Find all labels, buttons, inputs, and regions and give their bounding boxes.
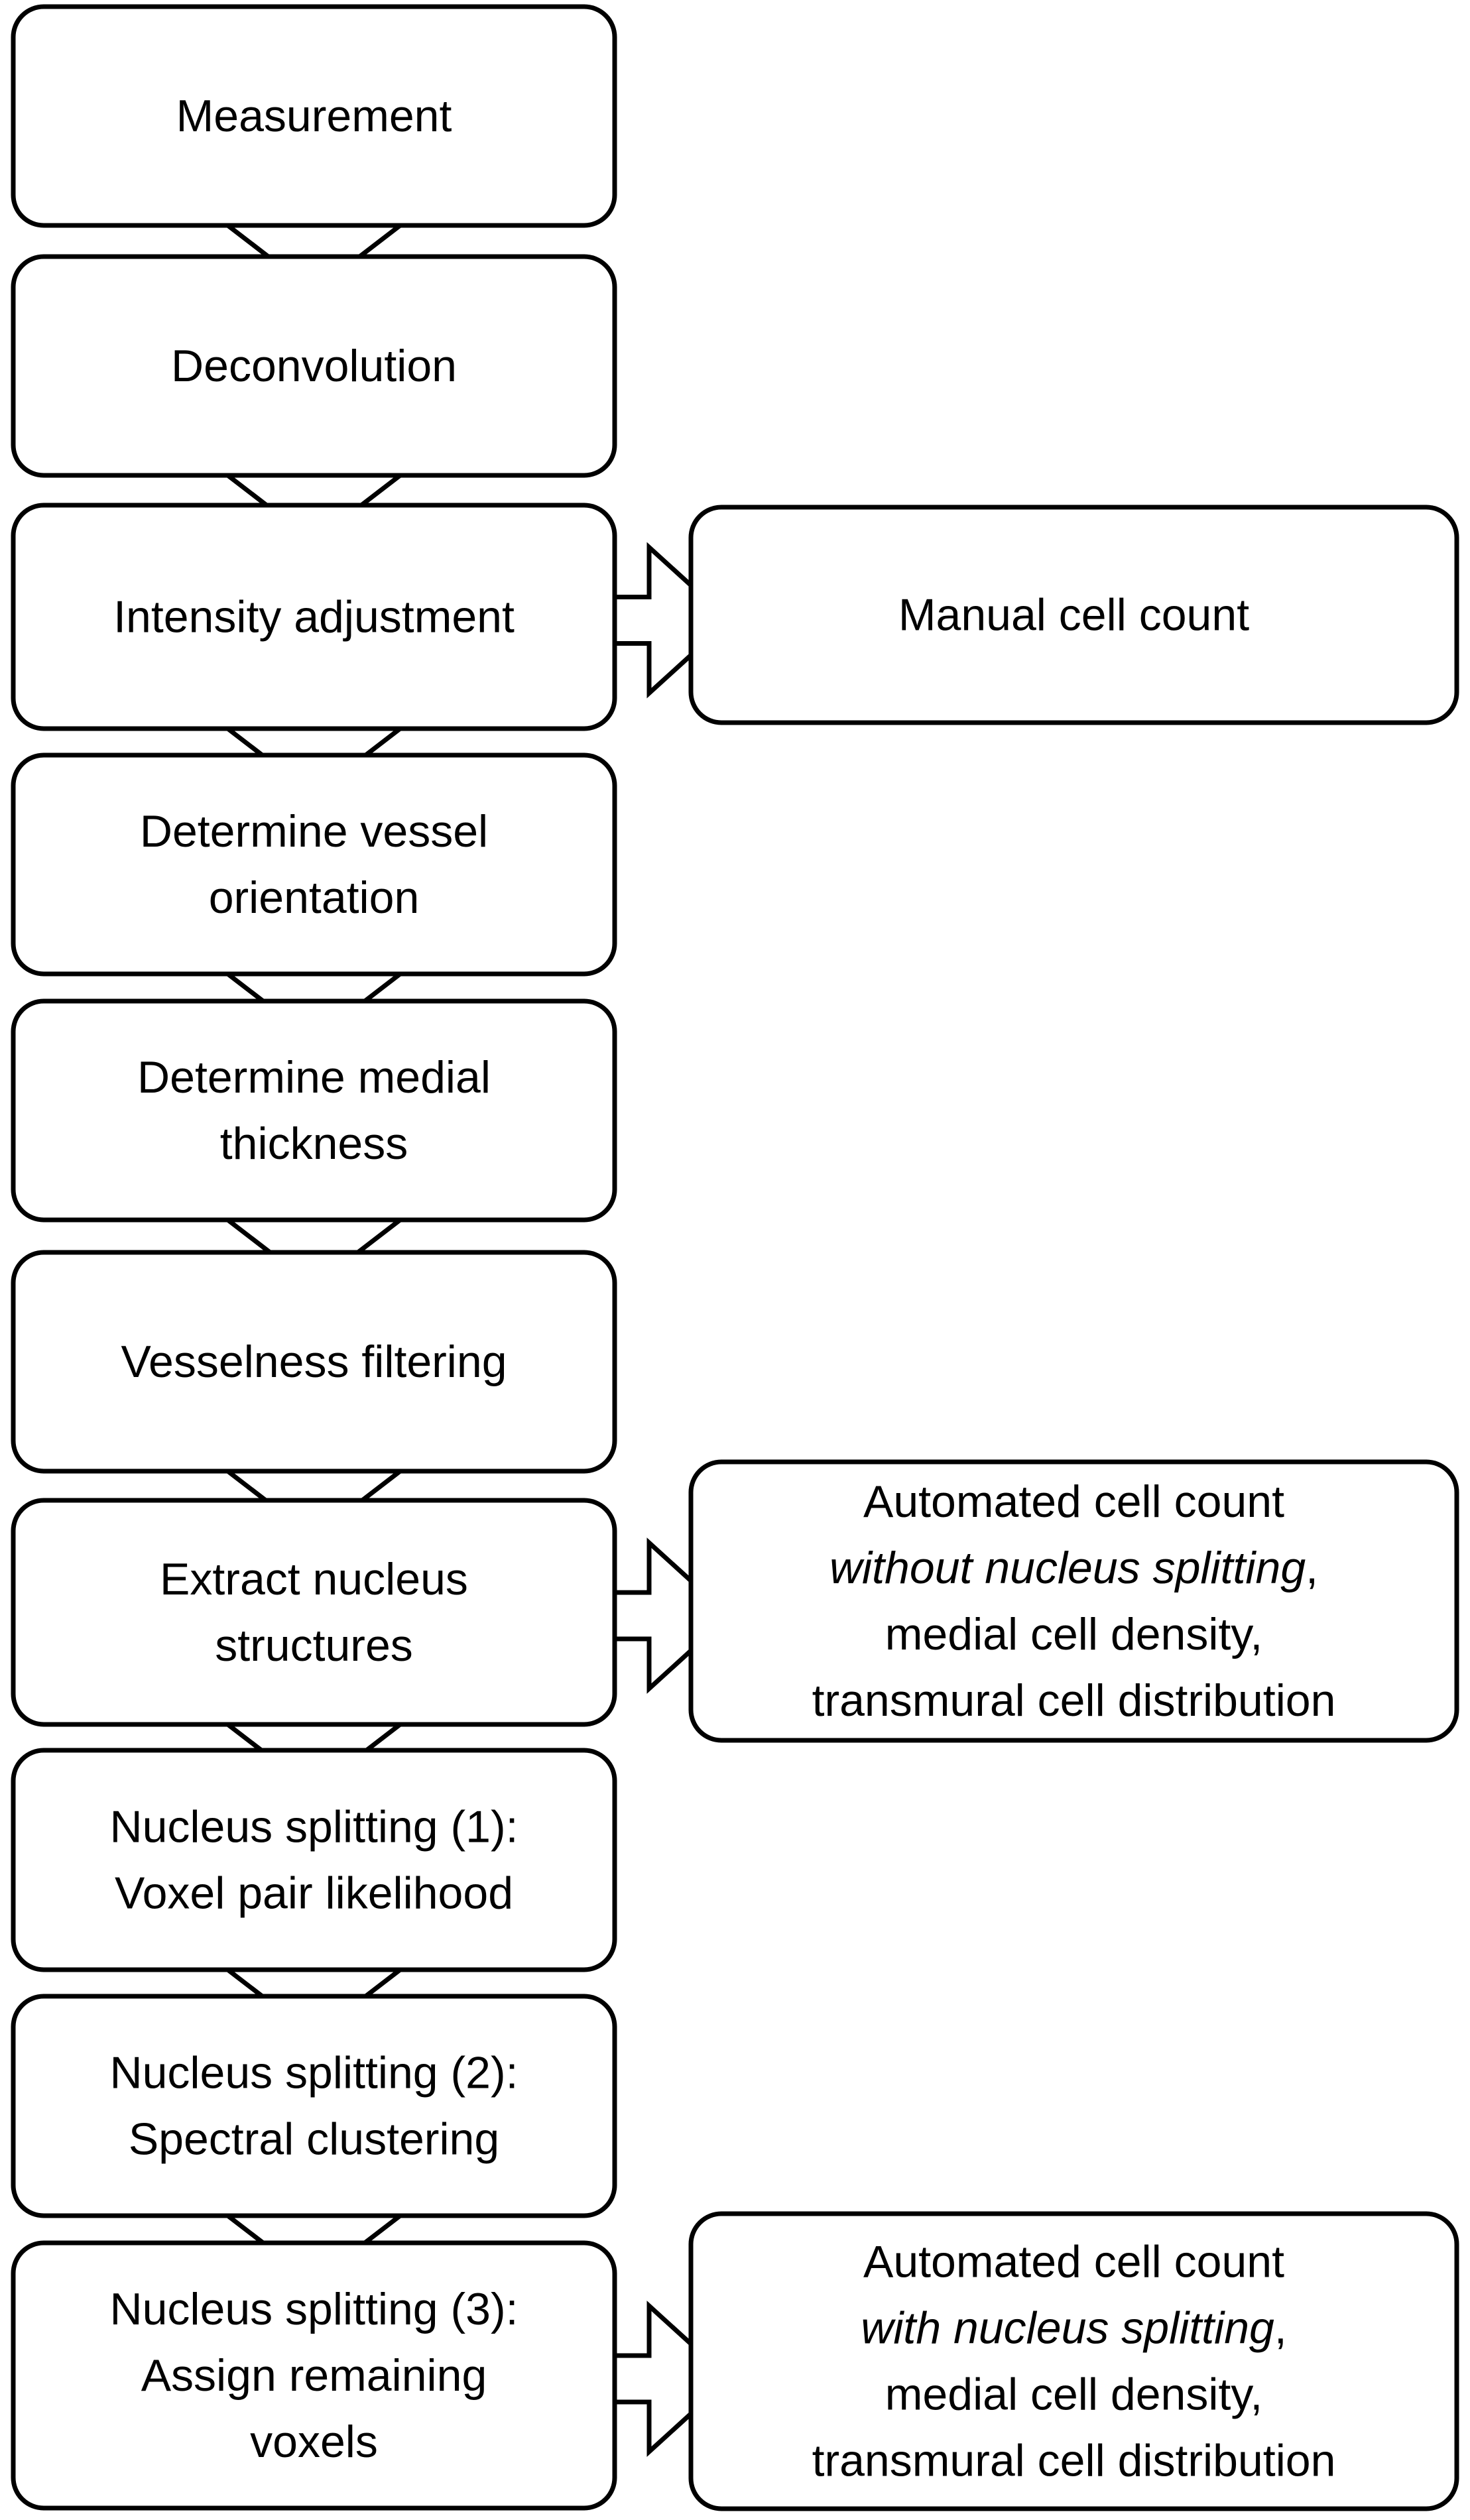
step-10-label-line-3: voxels [250, 2417, 378, 2467]
output-box-1: Manual cell count [688, 505, 1459, 725]
step-box-5: Determine medial thickness [11, 998, 617, 1223]
step-box-3: Intensity adjustment [11, 503, 617, 731]
output-2-label-line-1: Automated cell count [863, 1476, 1284, 1527]
step-1-label-line-1: Measurement [176, 91, 452, 141]
step-8-label-line-1: Nucleus splitting (1): [109, 1802, 518, 1852]
step-box-10: Nucleus splitting (3): Assign remaining vo… [11, 2240, 617, 2511]
step-4-label-line-1: Determine vessel [140, 806, 488, 857]
output-2-label-line-4: transmural cell distribution [812, 1675, 1336, 1726]
output-3-label-line-2: with nucleus splitting, [861, 2303, 1287, 2354]
output-3-label-line-4: transmural cell distribution [812, 2436, 1336, 2486]
step-2-label-line-1: Deconvolution [171, 341, 457, 391]
step-box-7: Extract nucleus structures [11, 1498, 617, 1727]
step-3-label-line-1: Intensity adjustment [113, 592, 515, 642]
output-1-label-line-1: Manual cell count [898, 590, 1249, 640]
output-box-2: Automated cell count without nucleus spli… [688, 1459, 1459, 1743]
output-3-label-line-1: Automated cell count [863, 2237, 1284, 2287]
step-box-6: Vesselness filtering [11, 1250, 617, 1474]
step-10-label-line-2: Assign remaining [141, 2350, 487, 2401]
step-10-label-line-1: Nucleus splitting (3): [109, 2284, 518, 2334]
step-7-label-line-1: Extract nucleus [160, 1554, 468, 1604]
step-box-1: Measurement [11, 4, 617, 228]
step-5-label-line-2: thickness [220, 1118, 408, 1169]
step-5-label-line-1: Determine medial [137, 1052, 491, 1103]
output-3-label-line-3: medial cell density, [885, 2370, 1262, 2420]
step-box-2: Deconvolution [11, 254, 617, 478]
output-2-label-line-3: medial cell density, [885, 1609, 1262, 1659]
step-9-label-line-1: Nucleus splitting (2): [109, 2048, 518, 2098]
step-7-label-line-2: structures [215, 1620, 413, 1671]
output-2-label-line-2: without nucleus splitting, [829, 1543, 1318, 1593]
step-4-label-line-2: orientation [209, 872, 420, 923]
step-box-4: Determine vessel orientation [11, 752, 617, 977]
step-box-9: Nucleus splitting (2): Spectral clusterin… [11, 1994, 617, 2218]
step-6-label-line-1: Vesselness filtering [121, 1337, 507, 1387]
step-box-8: Nucleus splitting (1): Voxel pair likelih… [11, 1748, 617, 1972]
step-9-label-line-2: Spectral clustering [129, 2114, 499, 2165]
output-box-3: Automated cell count with nucleus splitti… [688, 2211, 1459, 2511]
step-8-label-line-2: Voxel pair likelihood [115, 1868, 513, 1919]
